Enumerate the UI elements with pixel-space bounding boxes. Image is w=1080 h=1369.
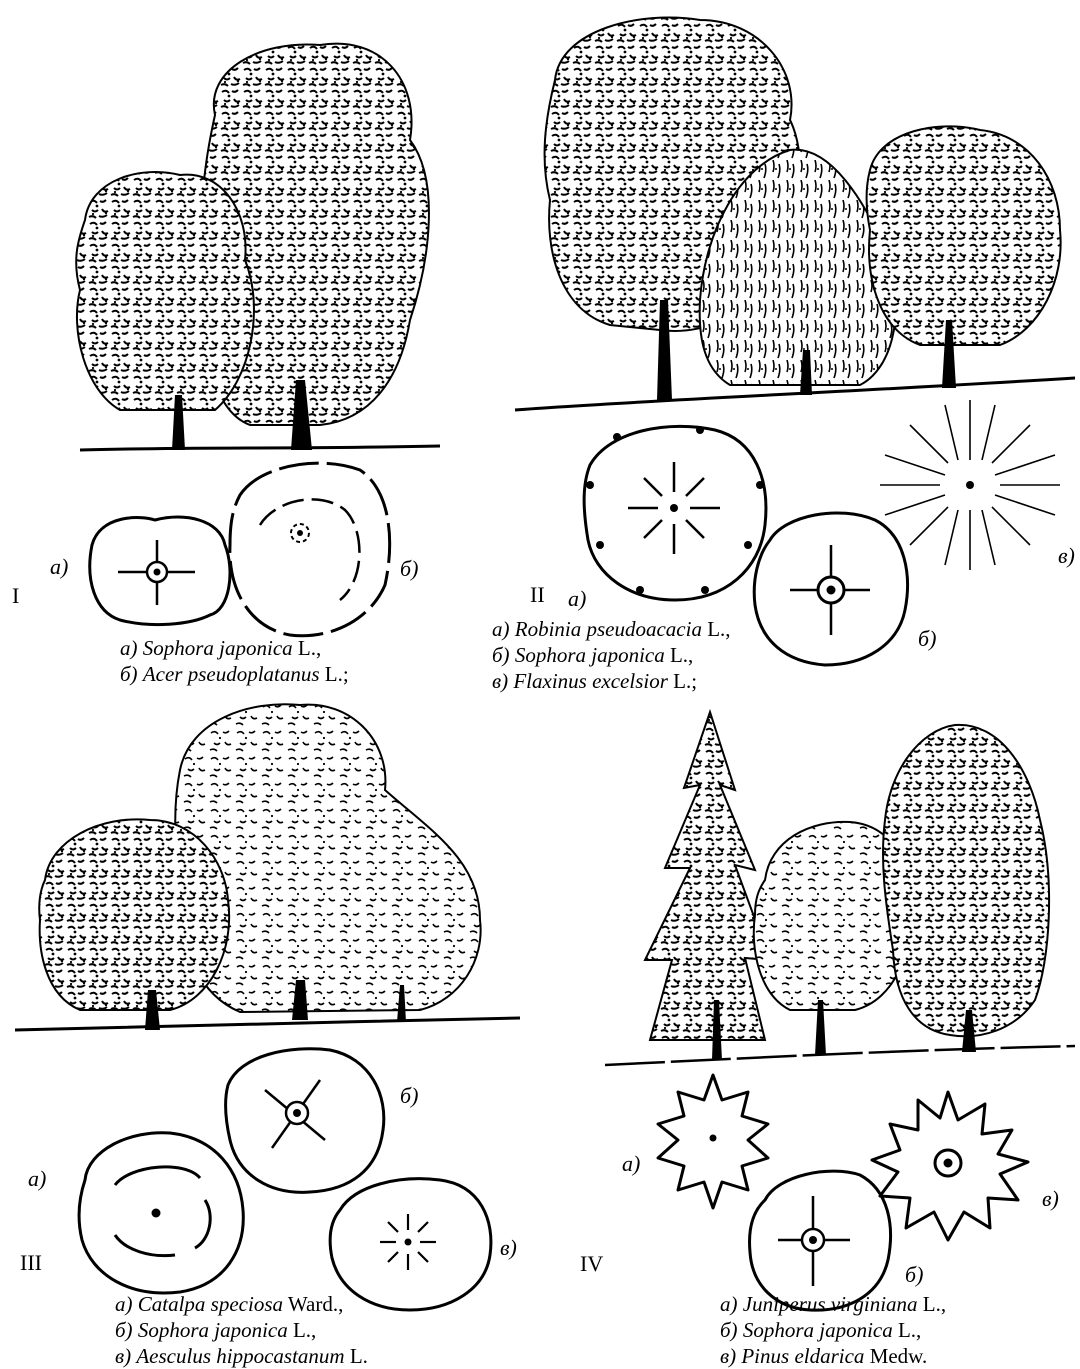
panel-1-caption: а) Sophora japonica L., б) Acer pseudopl… — [120, 635, 349, 687]
caption-marker: а) — [115, 1292, 133, 1316]
plan-symbol-1a — [90, 517, 230, 625]
panel-2-numeral: II — [530, 584, 545, 606]
panel-4-marker-a: а) — [622, 1153, 640, 1175]
species-name: Catalpa speciosa — [138, 1292, 283, 1316]
species-author: Ward., — [288, 1292, 343, 1316]
species-name: Juniperus virginiana — [743, 1292, 918, 1316]
plan-symbol-2a — [584, 426, 766, 600]
panel-1-numeral: I — [12, 585, 19, 607]
species-name: Robinia pseudoacacia — [515, 617, 702, 641]
species-name: Pinus eldarica — [741, 1344, 864, 1368]
species-author: L. — [350, 1344, 368, 1368]
caption-marker: в) — [115, 1344, 131, 1368]
caption-line: в) Flaxinus excelsior L.; — [492, 668, 731, 694]
species-name: Sophora japonica — [143, 636, 293, 660]
caption-marker: б) — [720, 1318, 738, 1342]
species-name: Acer pseudoplatanus — [143, 662, 320, 686]
plan-symbol-3a — [79, 1133, 243, 1293]
panel-4-marker-c: в) — [1042, 1188, 1059, 1210]
caption-line: в) Aesculus hippocastanum L. — [115, 1343, 368, 1369]
species-author: L., — [670, 643, 693, 667]
species-author: L., — [293, 1318, 316, 1342]
caption-marker: а) — [720, 1292, 738, 1316]
species-author: L.; — [673, 669, 697, 693]
species-name: Aesculus hippocastanum — [136, 1344, 344, 1368]
panel-3 — [15, 704, 520, 1310]
species-author: L., — [298, 636, 321, 660]
caption-line: б) Acer pseudoplatanus L.; — [120, 661, 349, 687]
caption-line: б) Sophora japonica L., — [492, 642, 731, 668]
plan-symbol-4c — [872, 1092, 1028, 1240]
plan-symbol-2c — [880, 400, 1060, 570]
caption-line: а) Catalpa speciosa Ward., — [115, 1291, 368, 1317]
caption-line: в) Pinus eldarica Medw. — [720, 1343, 946, 1369]
panel-2-marker-a: а) — [568, 588, 586, 610]
plan-symbol-1b — [230, 463, 390, 636]
panel-4-tree-illustration — [605, 712, 1075, 1065]
panel-2-marker-b: б) — [918, 628, 936, 650]
panel-2-caption: а) Robinia pseudoacacia L., б) Sophora j… — [492, 616, 731, 694]
caption-line: а) Sophora japonica L., — [120, 635, 349, 661]
caption-marker: б) — [115, 1318, 133, 1342]
caption-marker: б) — [120, 662, 138, 686]
caption-marker: б) — [492, 643, 510, 667]
panel-1-marker-b: б) — [400, 558, 418, 580]
species-name: Flaxinus excelsior — [513, 669, 668, 693]
caption-marker: в) — [492, 669, 508, 693]
caption-line: б) Sophora japonica L., — [115, 1317, 368, 1343]
plan-symbol-2b — [754, 513, 907, 665]
species-name: Sophora japonica — [515, 643, 665, 667]
caption-line: а) Robinia pseudoacacia L., — [492, 616, 731, 642]
caption-line: а) Juniperus virginiana L., — [720, 1291, 946, 1317]
species-name: Sophora japonica — [138, 1318, 288, 1342]
plan-symbol-4a — [658, 1075, 768, 1208]
plan-symbol-3b — [226, 1049, 384, 1193]
caption-line: б) Sophora japonica L., — [720, 1317, 946, 1343]
species-author: Medw. — [870, 1344, 928, 1368]
caption-marker: а) — [120, 636, 138, 660]
panel-4-marker-b: б) — [905, 1264, 923, 1286]
species-name: Sophora japonica — [743, 1318, 893, 1342]
panel-3-numeral: III — [20, 1252, 42, 1274]
caption-marker: в) — [720, 1344, 736, 1368]
caption-marker: а) — [492, 617, 510, 641]
panel-2-marker-c: в) — [1058, 545, 1075, 567]
species-author: L.; — [325, 662, 349, 686]
panel-3-marker-b: б) — [400, 1085, 418, 1107]
panel-2 — [515, 18, 1075, 666]
panel-4-caption: а) Juniperus virginiana L., б) Sophora j… — [720, 1291, 946, 1369]
species-author: L., — [898, 1318, 921, 1342]
panel-1-marker-a: а) — [50, 556, 68, 578]
panel-3-marker-c: в) — [500, 1237, 517, 1259]
species-author: L., — [707, 617, 730, 641]
panel-4-numeral: IV — [580, 1253, 603, 1275]
panel-3-marker-a: а) — [28, 1168, 46, 1190]
panel-3-caption: а) Catalpa speciosa Ward., б) Sophora ja… — [115, 1291, 368, 1369]
panel-2-tree-illustration — [515, 18, 1075, 411]
species-author: L., — [923, 1292, 946, 1316]
panel-1 — [76, 44, 440, 636]
panel-1-tree-illustration — [76, 44, 440, 450]
panel-3-tree-illustration — [15, 704, 520, 1030]
panel-4 — [605, 712, 1075, 1310]
plan-symbol-4b — [750, 1171, 891, 1310]
